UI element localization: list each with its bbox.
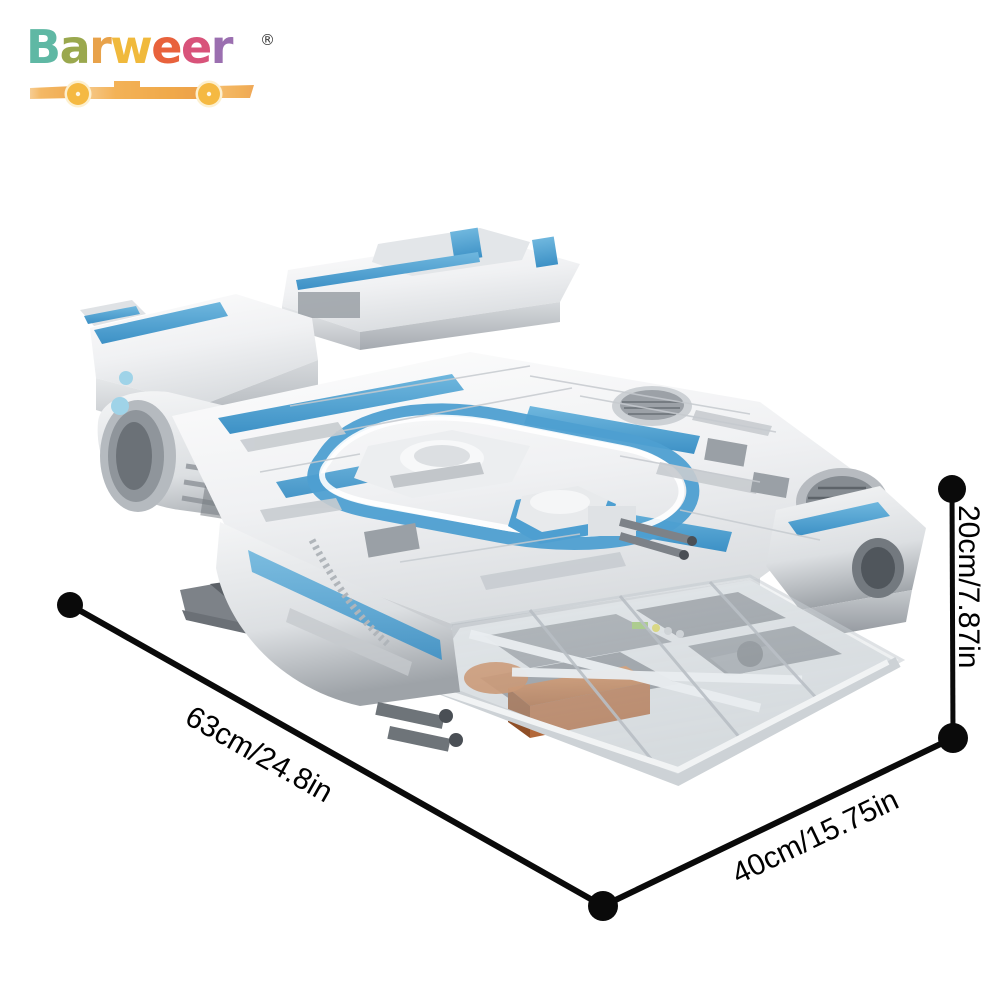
brand-letter-4: e [151, 20, 182, 74]
hull-vent [612, 386, 692, 426]
brand-letter-1: a [59, 20, 91, 74]
hull-greebles [240, 410, 772, 590]
brand-wordmark: Barweer [26, 16, 256, 78]
dimension-endpoint-dot [588, 891, 618, 921]
hull-vent-slats [364, 438, 790, 558]
brand-logo: Barweer ® [26, 16, 286, 111]
brand-letter-0: B [26, 20, 61, 74]
gun-turret [508, 486, 697, 560]
registered-trademark-icon: ® [260, 31, 275, 49]
brand-letter-5: e [181, 20, 212, 74]
car-icon [30, 80, 254, 108]
thruster-tubes [375, 702, 463, 752]
brand-letter-2: r [89, 20, 112, 74]
brand-letter-6: r [210, 20, 234, 74]
dorsal-turret [354, 430, 530, 498]
dorsal-spine [282, 227, 580, 350]
brand-letter-3: w [110, 20, 153, 74]
height-dimension-label: 20cm/7.87in [952, 505, 985, 669]
panel-lines [259, 365, 821, 563]
